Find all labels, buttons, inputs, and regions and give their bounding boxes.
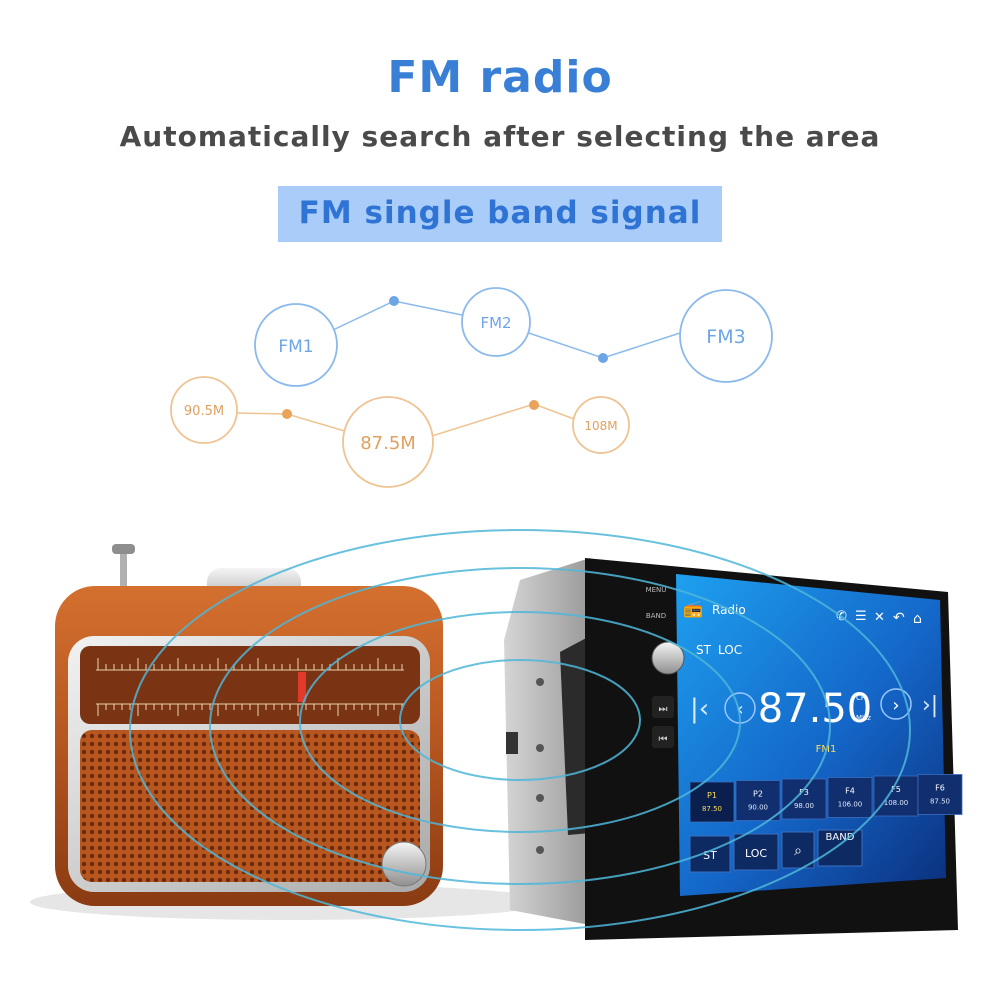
banner: FM single band signal — [278, 186, 722, 242]
preset-value: 87.50 — [930, 798, 950, 806]
next-station-icon[interactable]: ›| — [922, 693, 938, 718]
preset-label: F6 — [935, 784, 945, 793]
preset-value: 108.00 — [884, 799, 909, 807]
side-label-menu: MENU — [646, 586, 667, 594]
chassis-slot — [506, 732, 518, 754]
band-circle-fm1 — [254, 303, 338, 387]
preset-button[interactable] — [917, 774, 963, 815]
banner-text: FM single band signal — [298, 195, 702, 231]
freq-label-90-5: 90.5M — [184, 404, 224, 419]
preset-button[interactable] — [735, 780, 781, 821]
radio-icon: 📻 — [683, 599, 703, 618]
speaker-grille — [80, 730, 420, 882]
preset-label: P2 — [753, 790, 763, 799]
preset-label: F5 — [891, 785, 901, 794]
antenna-tip — [112, 544, 135, 554]
car-stereo: MENU BAND ⏭ ⏮ 📻 Radio ✆ ☰ ✕ ↶ ⌂ ST LOC |… — [504, 558, 963, 940]
freq-circle-90-5 — [170, 376, 238, 444]
preset-button[interactable] — [781, 778, 827, 820]
preset-label: F3 — [799, 788, 809, 797]
band-node-dot — [598, 353, 608, 363]
freq-node-dot — [282, 409, 292, 419]
search-button[interactable] — [781, 831, 815, 869]
band-circle-fm3 — [679, 289, 773, 383]
preset-value: 90.00 — [748, 804, 768, 812]
mode-st[interactable]: ST — [696, 643, 712, 657]
chassis-hole — [536, 744, 544, 752]
dial-needle — [298, 672, 306, 702]
radio-waves — [129, 529, 911, 931]
dial-scale-bottom — [97, 704, 403, 716]
band-label-fm2: FM2 — [480, 314, 511, 332]
preset-label: F4 — [845, 787, 855, 796]
equalizer-icon[interactable]: ☰ — [855, 609, 867, 624]
antenna — [120, 550, 127, 590]
loc-button[interactable] — [733, 833, 779, 871]
search-icon: ⌕ — [794, 843, 802, 859]
product-illustration: MENU BAND ⏭ ⏮ 📻 Radio ✆ ☰ ✕ ↶ ⌂ ST LOC |… — [30, 529, 963, 940]
band-button-label: BAND — [826, 832, 855, 843]
wave-ring — [299, 611, 741, 833]
prev-icon: ‹ — [736, 699, 743, 720]
frequency-unit: MHz — [856, 714, 871, 722]
preset-value: 98.00 — [794, 802, 814, 810]
preset-value: 87.50 — [702, 805, 722, 813]
skip-forward-button[interactable] — [652, 696, 674, 718]
skip-back-icon: ⏮ — [659, 734, 668, 745]
chassis-hole — [536, 794, 544, 802]
freq-node-dot — [529, 400, 539, 410]
band-diagram: FM1 FM2 FM3 90.5M 87.5M 108M — [170, 287, 773, 488]
mode-loc[interactable]: LOC — [718, 643, 742, 657]
volume-knob — [381, 841, 427, 887]
band-node-dot — [389, 296, 399, 306]
frequency-display: 87.50 — [758, 686, 873, 732]
freq-circle-87-5 — [342, 396, 434, 488]
wave-ring — [209, 567, 831, 885]
next-button[interactable] — [880, 688, 912, 720]
skip-back-button[interactable] — [652, 726, 674, 748]
band-label-fm3: FM3 — [706, 326, 745, 348]
page-title: FM radio — [387, 52, 613, 103]
freq-label-87-5: 87.5M — [360, 433, 416, 454]
band-circle-fm2 — [461, 287, 531, 357]
band-button[interactable] — [817, 829, 863, 867]
preset-button[interactable] — [827, 777, 873, 818]
side-label-band: BAND — [646, 612, 666, 620]
prev-station-icon[interactable]: |‹ — [690, 694, 709, 724]
page-subtitle: Automatically search after selecting the… — [119, 120, 881, 153]
home-icon[interactable]: ⌂ — [913, 611, 922, 627]
freq-circle-108 — [572, 396, 630, 454]
retro-radio — [55, 544, 443, 906]
frequency-unit-top: CH — [856, 694, 866, 702]
st-button[interactable] — [689, 835, 731, 873]
band-label-fm1: FM1 — [278, 337, 313, 357]
wave-ring — [129, 529, 911, 931]
next-icon: › — [892, 695, 899, 716]
preset-value: 106.00 — [838, 801, 863, 809]
preset-row: P1 87.50 P2 90.00 F3 98.00 F4 106.00 F5 108.00 F6 8… — [689, 774, 963, 823]
chassis-hole — [536, 846, 544, 854]
preset-button[interactable] — [689, 781, 735, 823]
wave-ring — [399, 659, 641, 781]
skip-forward-icon: ⏭ — [659, 704, 668, 715]
chassis-hole — [536, 678, 544, 686]
preset-label: P1 — [707, 791, 717, 800]
loc-button-label: LOC — [745, 847, 767, 860]
back-icon[interactable]: ↶ — [893, 610, 905, 626]
freq-label-108: 108M — [584, 419, 617, 433]
mute-icon[interactable]: ✕ — [874, 610, 885, 625]
tuning-knob[interactable] — [651, 641, 685, 675]
